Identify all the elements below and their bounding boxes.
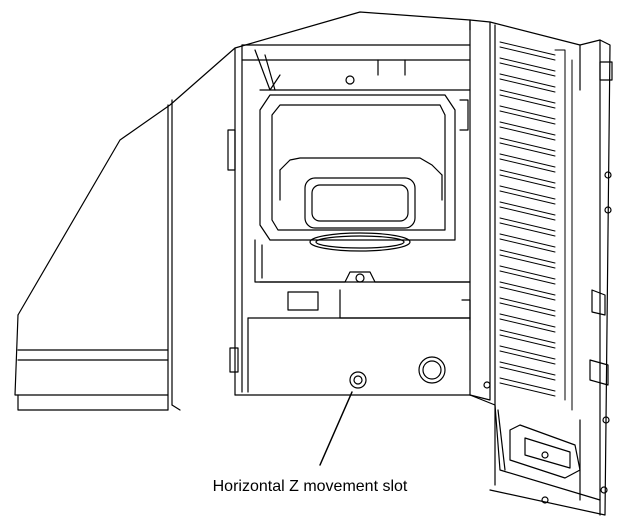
open-door xyxy=(469,19,613,516)
lower-panel xyxy=(349,356,446,389)
gripper-assembly xyxy=(247,94,471,393)
callout-leader-line xyxy=(319,391,353,466)
door-bottom-bracket xyxy=(509,424,581,479)
callout-label: Horizontal Z movement slot xyxy=(212,478,408,495)
bay-top-frame xyxy=(241,19,471,396)
door-slot-ribs xyxy=(499,41,573,411)
door-frame-left xyxy=(227,44,471,396)
